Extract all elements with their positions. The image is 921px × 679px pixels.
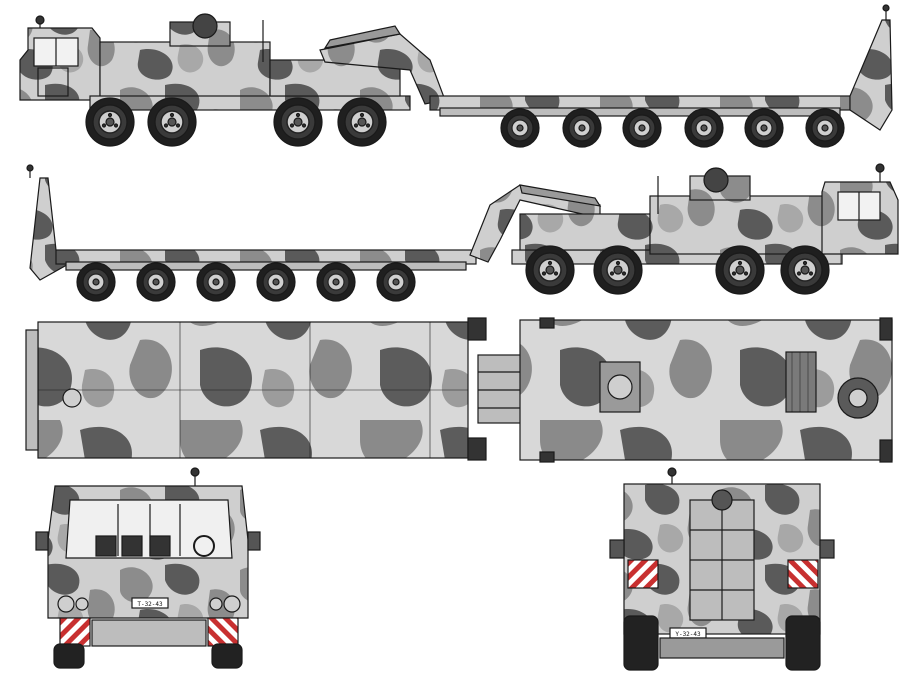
seat	[149, 535, 171, 557]
side-view-left-facing	[19, 4, 893, 148]
wheel-icon	[136, 262, 176, 302]
seat	[95, 535, 117, 557]
engine-grille	[785, 351, 817, 413]
wheel-icon	[316, 262, 356, 302]
seat	[121, 535, 143, 557]
wheel-icon	[805, 108, 845, 148]
wheel-icon	[500, 108, 540, 148]
wheel-icon	[684, 108, 724, 148]
side-view-right-facing	[26, 163, 899, 302]
rear-license-plate-text: Y-32-43	[675, 631, 701, 638]
spare-wheel-icon	[711, 489, 733, 511]
wheel-icon	[196, 262, 236, 302]
front-license-plate-text: T-32-43	[137, 601, 163, 608]
fifth-wheel-coupling	[477, 354, 527, 424]
wheel-icon	[85, 97, 135, 147]
beacon-icon	[667, 467, 677, 477]
beacon-icon	[190, 467, 200, 477]
wheel-icon	[256, 262, 296, 302]
wheel-icon	[62, 388, 82, 408]
rear-view: Y-32-43	[609, 467, 835, 671]
wheel-icon	[337, 97, 387, 147]
beacon-icon	[875, 163, 885, 173]
spare-wheel-icon	[703, 167, 729, 193]
beacon-icon	[882, 4, 890, 12]
wheel-icon	[562, 108, 602, 148]
tractor-top	[519, 319, 893, 461]
beacon-icon	[35, 15, 45, 25]
cab-windshield	[65, 499, 233, 559]
license-plate	[131, 597, 169, 609]
wheel-icon	[376, 262, 416, 302]
top-view	[25, 317, 893, 463]
wheel-icon	[715, 245, 765, 295]
cab-door	[37, 67, 69, 97]
headlight	[57, 595, 75, 613]
wheel-icon	[53, 643, 85, 669]
wheel-icon	[623, 615, 659, 671]
wheel-icon	[76, 262, 116, 302]
wheel-icon	[785, 615, 821, 671]
loading-ramp	[849, 19, 893, 131]
wheel-icon	[525, 245, 575, 295]
wheel-icon	[147, 97, 197, 147]
wheel-icon	[744, 108, 784, 148]
hazard-stripes-icon	[787, 559, 819, 589]
wheel-icon	[593, 245, 643, 295]
spare-wheel-icon	[192, 13, 218, 39]
bumper	[91, 619, 207, 647]
wheel-icon	[273, 97, 323, 147]
hazard-stripes-icon	[59, 617, 91, 647]
hazard-stripes-icon	[207, 617, 239, 647]
wheel-icon	[622, 108, 662, 148]
wheel-icon	[780, 245, 830, 295]
tractor-body	[649, 195, 826, 255]
hazard-stripes-icon	[627, 559, 659, 589]
headlight	[223, 595, 241, 613]
wheel-icon	[211, 643, 243, 669]
steering-wheel	[193, 535, 215, 557]
tractor-body	[99, 41, 271, 101]
beacon-icon	[26, 164, 34, 172]
front-view: T-32-43	[35, 467, 261, 669]
